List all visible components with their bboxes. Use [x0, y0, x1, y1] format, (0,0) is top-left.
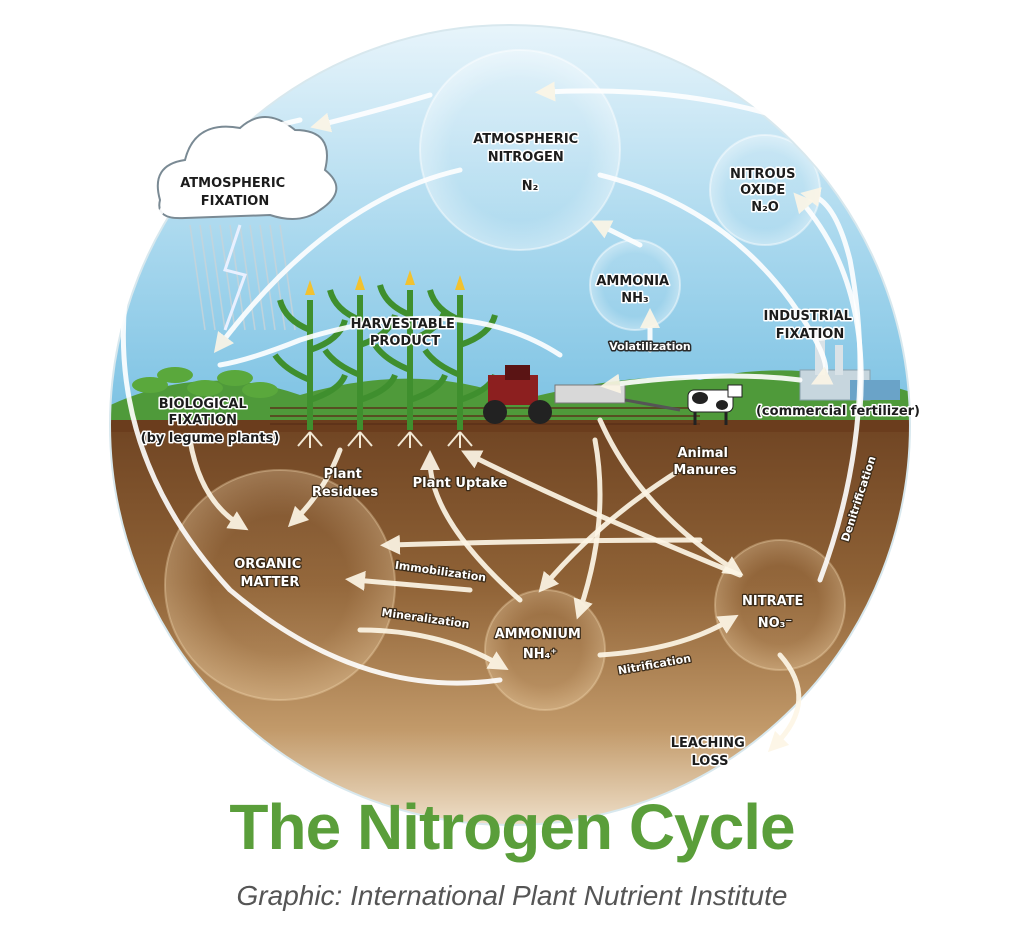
label-industrial-fixation: INDUSTRIAL FIXATION: [763, 309, 856, 342]
label-ammonia: AMMONIA NH₃: [596, 274, 673, 306]
page-title: The Nitrogen Cycle: [229, 791, 795, 863]
label-atmospheric-nitrogen: ATMOSPHERIC NITROGEN N₂: [473, 132, 582, 194]
label-commercial-fertilizer: (commercial fertilizer): [756, 404, 920, 419]
label-volatilization: Volatilization: [609, 340, 690, 353]
cloud-icon: [156, 116, 338, 220]
label-atmospheric-fixation: ATMOSPHERIC FIXATION: [180, 176, 289, 209]
lightning-icon: [223, 224, 247, 331]
label-nitrous-oxide: NITROUS OXIDE N₂O: [730, 167, 800, 215]
nitrate-bubble: [714, 539, 846, 671]
label-animal-manures: Animal Manures: [673, 446, 736, 478]
corn-plants-icon: [272, 270, 498, 448]
atmospheric-nitrogen-bubble: [419, 49, 621, 251]
tractor-icon: [483, 365, 681, 424]
label-organic-matter: ORGANIC MATTER: [234, 557, 306, 590]
cycle-arrows: [120, 81, 864, 753]
label-nitrate: NITRATE NO₃⁻: [742, 594, 808, 631]
label-leaching-loss: LEACHING LOSS: [671, 736, 750, 769]
label-plant-uptake: Plant Uptake: [413, 476, 508, 491]
cow-icon: [687, 384, 743, 425]
label-biological-fixation: BIOLOGICAL FIXATION (by legume plants): [141, 397, 280, 446]
graphic-credit: Graphic: International Plant Nutrient In…: [236, 880, 788, 911]
label-plant-residues: Plant Residues: [312, 467, 378, 500]
legume-plants-icon: [132, 367, 278, 398]
globe-outline: [109, 24, 911, 826]
label-harvestable-product: HARVESTABLE PRODUCT: [351, 317, 460, 349]
label-ammonium: AMMONIUM NH₄⁺: [495, 627, 586, 662]
